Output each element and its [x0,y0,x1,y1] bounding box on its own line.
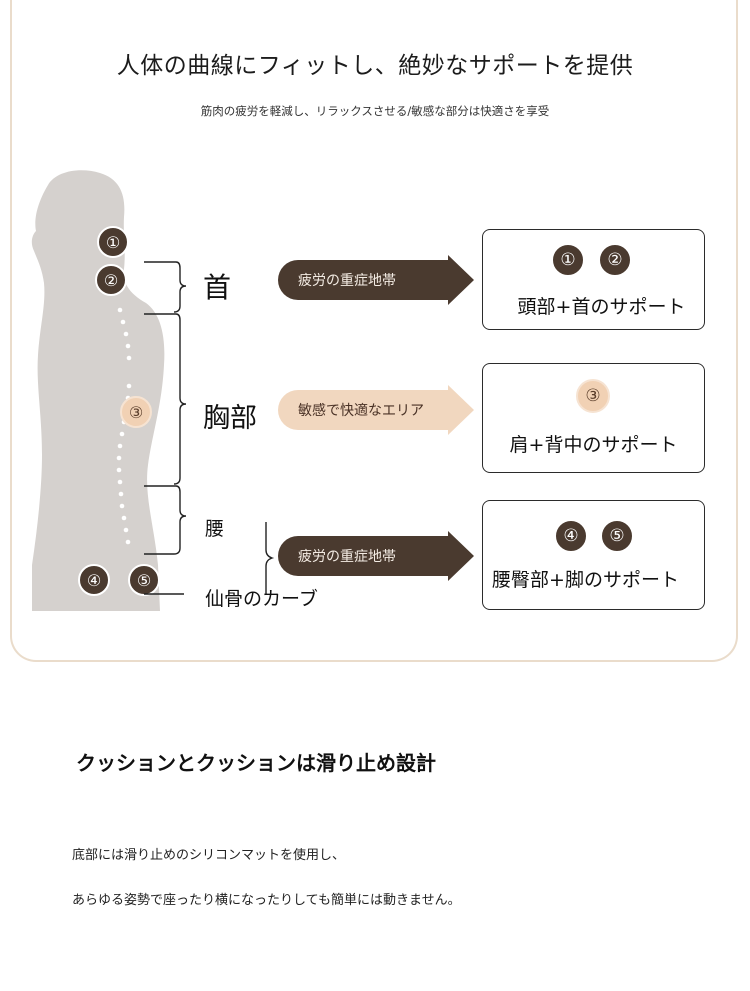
arrow-tip-icon [448,385,474,435]
page-subtitle: 筋肉の疲労を軽減し、リラックスさせる/敏感な部分は快適さを享受 [200,104,550,118]
support-box-hip-leg: ④ ⑤ 腰臀部+脚のサポート [482,500,705,610]
marker-1: ① [97,226,129,258]
arrow-fatigue-zone-1: 疲労の重症地帯 [278,255,474,305]
box-marker-1: ① [551,243,585,277]
arrow-fatigue-zone-2: 疲労の重症地帯 [278,531,474,581]
box-marker-4: ④ [554,519,588,553]
arrow-label: 疲労の重症地帯 [298,549,396,565]
support-box-head-neck: ① ② 頭部+首のサポート [482,229,705,330]
marker-4: ④ [78,564,110,596]
box-marker-2: ② [598,243,632,277]
arrow-tip-icon [448,255,474,305]
section-line-1: 底部には滑り止めのシリコンマットを使用し、 [72,848,346,863]
page-title: 人体の曲線にフィットし、絶妙なサポートを提供 [116,53,634,79]
label-sacrum: 仙骨のカーブ [205,588,318,610]
arrow-tip-icon [448,531,474,581]
sacrum-brace [265,522,275,594]
arrow-label: 疲労の重症地帯 [298,273,396,289]
arrow-comfort-zone: 敏感で快適なエリア [278,385,474,435]
box-marker-3: ③ [576,379,610,413]
marker-5: ⑤ [128,564,160,596]
arrow-label: 敏感で快適なエリア [298,403,424,419]
support-box-shoulder-back: ③ 肩+背中のサポート [482,363,705,473]
label-chest: 胸部 [203,403,257,434]
marker-3: ③ [120,396,152,428]
label-waist: 腰 [205,518,225,540]
region-braces [144,261,187,595]
marker-2: ② [95,264,127,296]
section-line-2: あらゆる姿勢で座ったり横になったりしても簡単には動きません。 [72,893,461,908]
support-text: 頭部+首のサポート [517,296,686,318]
box-marker-5: ⑤ [600,519,634,553]
section-title: クッションとクッションは滑り止め設計 [76,751,436,775]
label-neck: 首 [203,271,232,304]
support-text: 肩+背中のサポート [509,434,678,456]
support-text: 腰臀部+脚のサポート [492,569,679,591]
body-silhouette [31,170,165,612]
